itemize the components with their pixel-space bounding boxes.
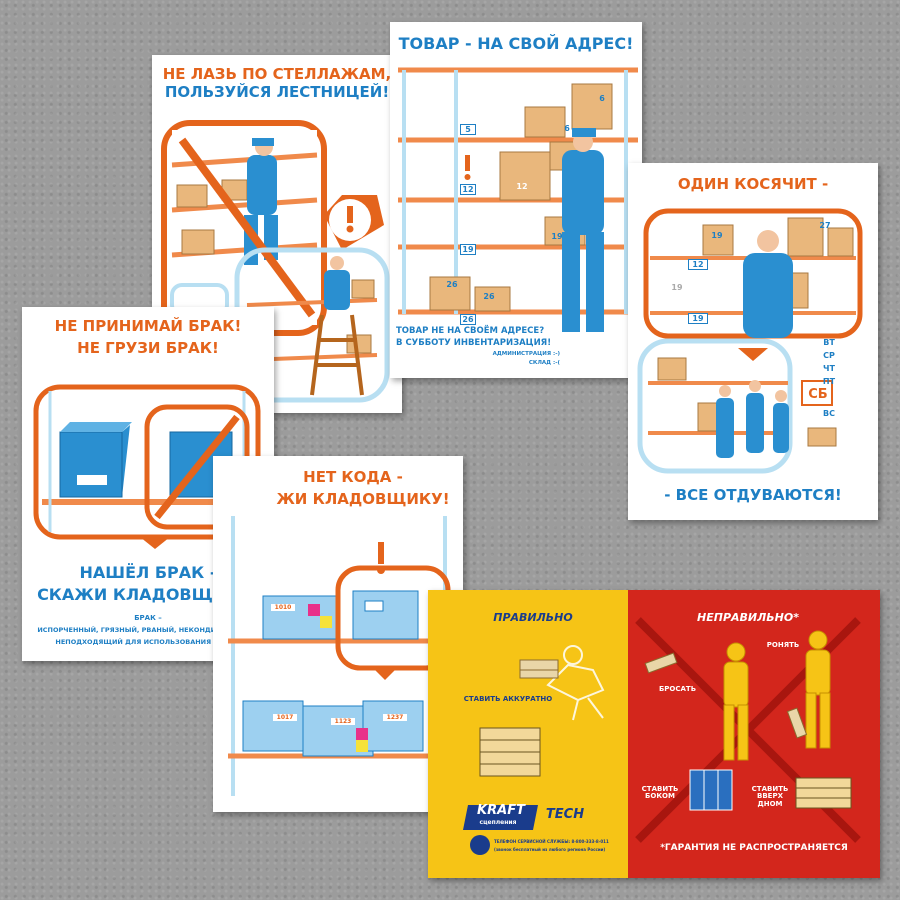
poster-krafttech: ПРАВИЛЬНО НЕПРАВИЛЬНО* СТАВИТЬ АККУРАТНО… [428, 590, 880, 878]
day-label: СР [823, 351, 835, 360]
poster-address-title: ТОВАР - НА СВОЙ АДРЕС! [398, 34, 634, 53]
poster-ladder-title-2: ПОЛЬЗУЙСЯ ЛЕСТНИЦЕЙ! [164, 83, 390, 101]
krafttech-phone-1: ТЕЛЕФОН СЕРВИСНОЙ СЛУЖБЫ: 8-800-333-8-01… [494, 839, 609, 844]
oneerror-illustration [637, 208, 863, 474]
num-label: 19 [688, 313, 708, 324]
poster-defect-sub-2: СКАЖИ КЛАДОВЩИКУ! [37, 585, 259, 604]
krafttech-logo-bottom: TECH [545, 807, 585, 822]
nocode-illustration [228, 516, 451, 796]
krafttech-upside: СТАВИТЬ ВВЕРХ ДНОМ [751, 785, 789, 808]
poster-ladder: НЕ ЛАЗЬ ПО СТЕЛЛАЖАМ, ПОЛЬЗУЙСЯ ЛЕСТНИЦЕ… [152, 55, 402, 413]
poster-ladder-title-1: НЕ ЛАЗЬ ПО СТЕЛЛАЖАМ, [162, 65, 392, 83]
poster-address: ТОВАР - НА СВОЙ АДРЕС! 5 6 6 12 12 19 19… [390, 22, 642, 378]
day-label: ВТ [823, 338, 835, 347]
slot-label: 6 [599, 94, 605, 103]
sign-warehouse: СКЛАД :-( [528, 360, 560, 366]
krafttech-side: СТАВИТЬ БОКОМ [641, 785, 679, 801]
krafttech-illustration [463, 617, 861, 855]
slot-label: 26 [483, 292, 495, 301]
poster-defect-title-2: НЕ ГРУЗИ БРАК! [77, 339, 219, 357]
poster-oneerror-title: ОДИН КОСЯЧИТ - [677, 175, 829, 193]
day-label: ЧТ [823, 364, 835, 373]
poster-nocode-title-1: НЕТ КОДА - [303, 468, 403, 486]
poster-address-caption-2: В СУББОТУ ИНВЕНТАРИЗАЦИЯ! [396, 338, 552, 348]
poster-defect-note-2: ИСПОРЧЕННЫЙ, ГРЯЗНЫЙ, РВАНЫЙ, НЕКОНДИЦИО… [37, 626, 259, 634]
sign-admin: АДМИНИСТРАЦИЯ :-) [492, 351, 560, 357]
poster-nocode: НЕТ КОДА - ЖИ КЛАДОВЩИКУ! 1010 1017 1123… [213, 456, 463, 812]
krafttech-wrong-heading: НЕПРАВИЛЬНО* [697, 611, 799, 624]
poster-address-caption-1: ТОВАР НЕ НА СВОЁМ АДРЕСЕ? [396, 326, 545, 336]
ladder-illustration [161, 120, 390, 403]
poster-nocode-title-2: ЖИ КЛАДОВЩИКУ! [276, 490, 450, 508]
slot-label: 19 [460, 244, 476, 255]
day-label-highlight: СБ [808, 387, 828, 402]
day-label: ВС [823, 409, 835, 418]
box-label: 12 [516, 182, 528, 191]
slot-label: 6 [564, 124, 570, 133]
krafttech-logo-small: сцепления [479, 819, 517, 826]
krafttech-phone-2: (звонок бесплатный из любого региона Рос… [494, 847, 606, 852]
krafttech-warranty: *ГАРАНТИЯ НЕ РАСПРОСТРАНЯЕТСЯ [660, 843, 848, 853]
day-label: ПТ [822, 377, 836, 386]
num-label: 12 [688, 259, 708, 270]
address-illustration [398, 67, 638, 332]
poster-defect-sub-1: НАШЁЛ БРАК - [79, 563, 217, 582]
num-label: 19 [711, 231, 723, 240]
slot-label: 12 [460, 184, 476, 195]
poster-defect-note-1: БРАК – [134, 614, 162, 622]
product-code: 1017 [273, 714, 297, 721]
slot-label: 5 [460, 124, 476, 135]
poster-defect-title-1: НЕ ПРИНИМАЙ БРАК! [54, 317, 242, 335]
slot-label: 26 [446, 280, 458, 289]
num-label: 27 [819, 221, 831, 230]
product-code: 1123 [331, 718, 355, 725]
krafttech-logo-top: KRAFT [477, 803, 525, 818]
poster-oneerror: ОДИН КОСЯЧИТ - 19 12 19 19 27 ВТ СР ЧТ П… [628, 163, 878, 520]
krafttech-drop: РОНЯТЬ [766, 641, 800, 649]
krafttech-right-heading: ПРАВИЛЬНО [493, 611, 573, 624]
poster-defect-note-3: НЕПОДХОДЯЩИЙ ДЛЯ ИСПОЛЬЗОВАНИЯ ТОВАР. [55, 638, 241, 646]
product-code: 1010 [271, 604, 295, 611]
num-label: 19 [671, 283, 683, 292]
slot-label: 26 [460, 314, 476, 325]
slot-label: 19 [551, 232, 563, 241]
krafttech-place-carefully: СТАВИТЬ АККУРАТНО [463, 695, 553, 703]
poster-oneerror-bottom: - ВСЕ ОТДУВАЮТСЯ! [664, 486, 842, 504]
krafttech-throw: БРОСАТЬ [658, 685, 697, 693]
product-code: 1237 [383, 714, 407, 721]
